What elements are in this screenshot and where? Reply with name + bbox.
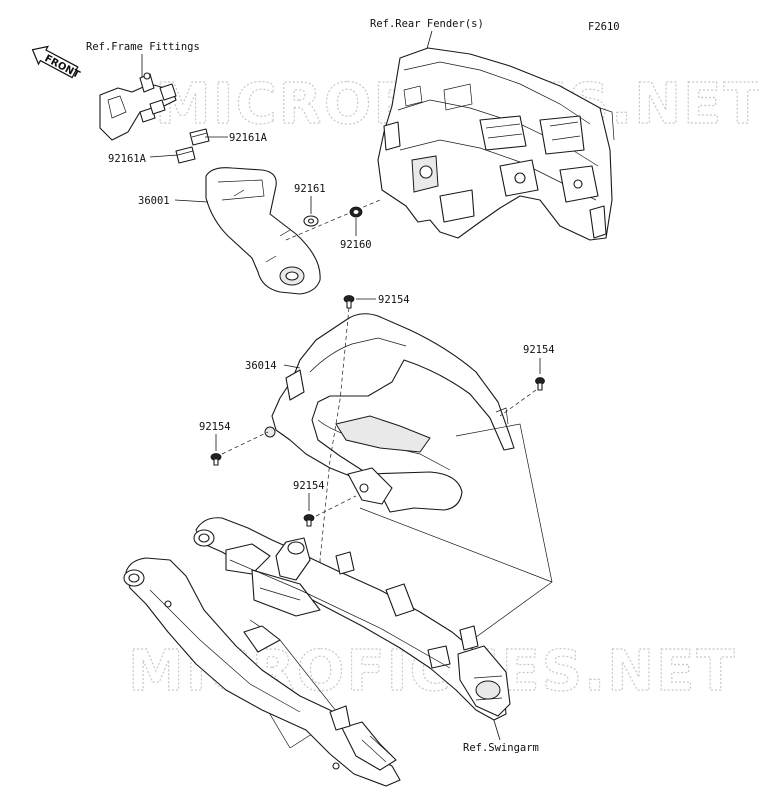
- rubber-pad-upper: [189, 128, 210, 146]
- label-92154-right: 92154: [523, 344, 555, 356]
- ref-frame-fittings-label: Ref.Frame Fittings: [86, 41, 200, 53]
- label-92154-lower: 92154: [293, 480, 325, 492]
- figure-code: F2610: [588, 21, 620, 33]
- screw-92154-right: [535, 377, 545, 391]
- collar-92160: [349, 206, 363, 218]
- label-36001: 36001: [138, 195, 170, 207]
- ref-rear-fender-label: Ref.Rear Fender(s): [370, 18, 484, 30]
- frame-fitting-bracket: [99, 72, 177, 141]
- side-cover-36001: [205, 167, 321, 295]
- screw-92154-left: [210, 453, 222, 466]
- front-label: FRONT: [43, 53, 82, 81]
- label-92154-top: 92154: [378, 294, 410, 306]
- swingarm: [123, 517, 511, 787]
- rubber-pad-lower: [175, 146, 196, 164]
- label-92161A-upper: 92161A: [229, 132, 268, 144]
- front-arrow-icon: FRONT: [31, 45, 82, 81]
- swingarm-cover-36014: [264, 313, 515, 513]
- rubber-pad-small: [139, 99, 166, 123]
- screw-92154-lower: [303, 514, 315, 527]
- ref-swingarm-label: Ref.Swingarm: [463, 742, 539, 754]
- screw-92154-top: [343, 295, 355, 309]
- label-92154-left: 92154: [199, 421, 231, 433]
- label-92160: 92160: [340, 239, 372, 251]
- rear-fender-assembly: [377, 47, 615, 241]
- label-92161: 92161: [294, 183, 326, 195]
- label-92161A-lower: 92161A: [108, 153, 147, 165]
- label-36014: 36014: [245, 360, 277, 372]
- washer-92161: [303, 215, 319, 227]
